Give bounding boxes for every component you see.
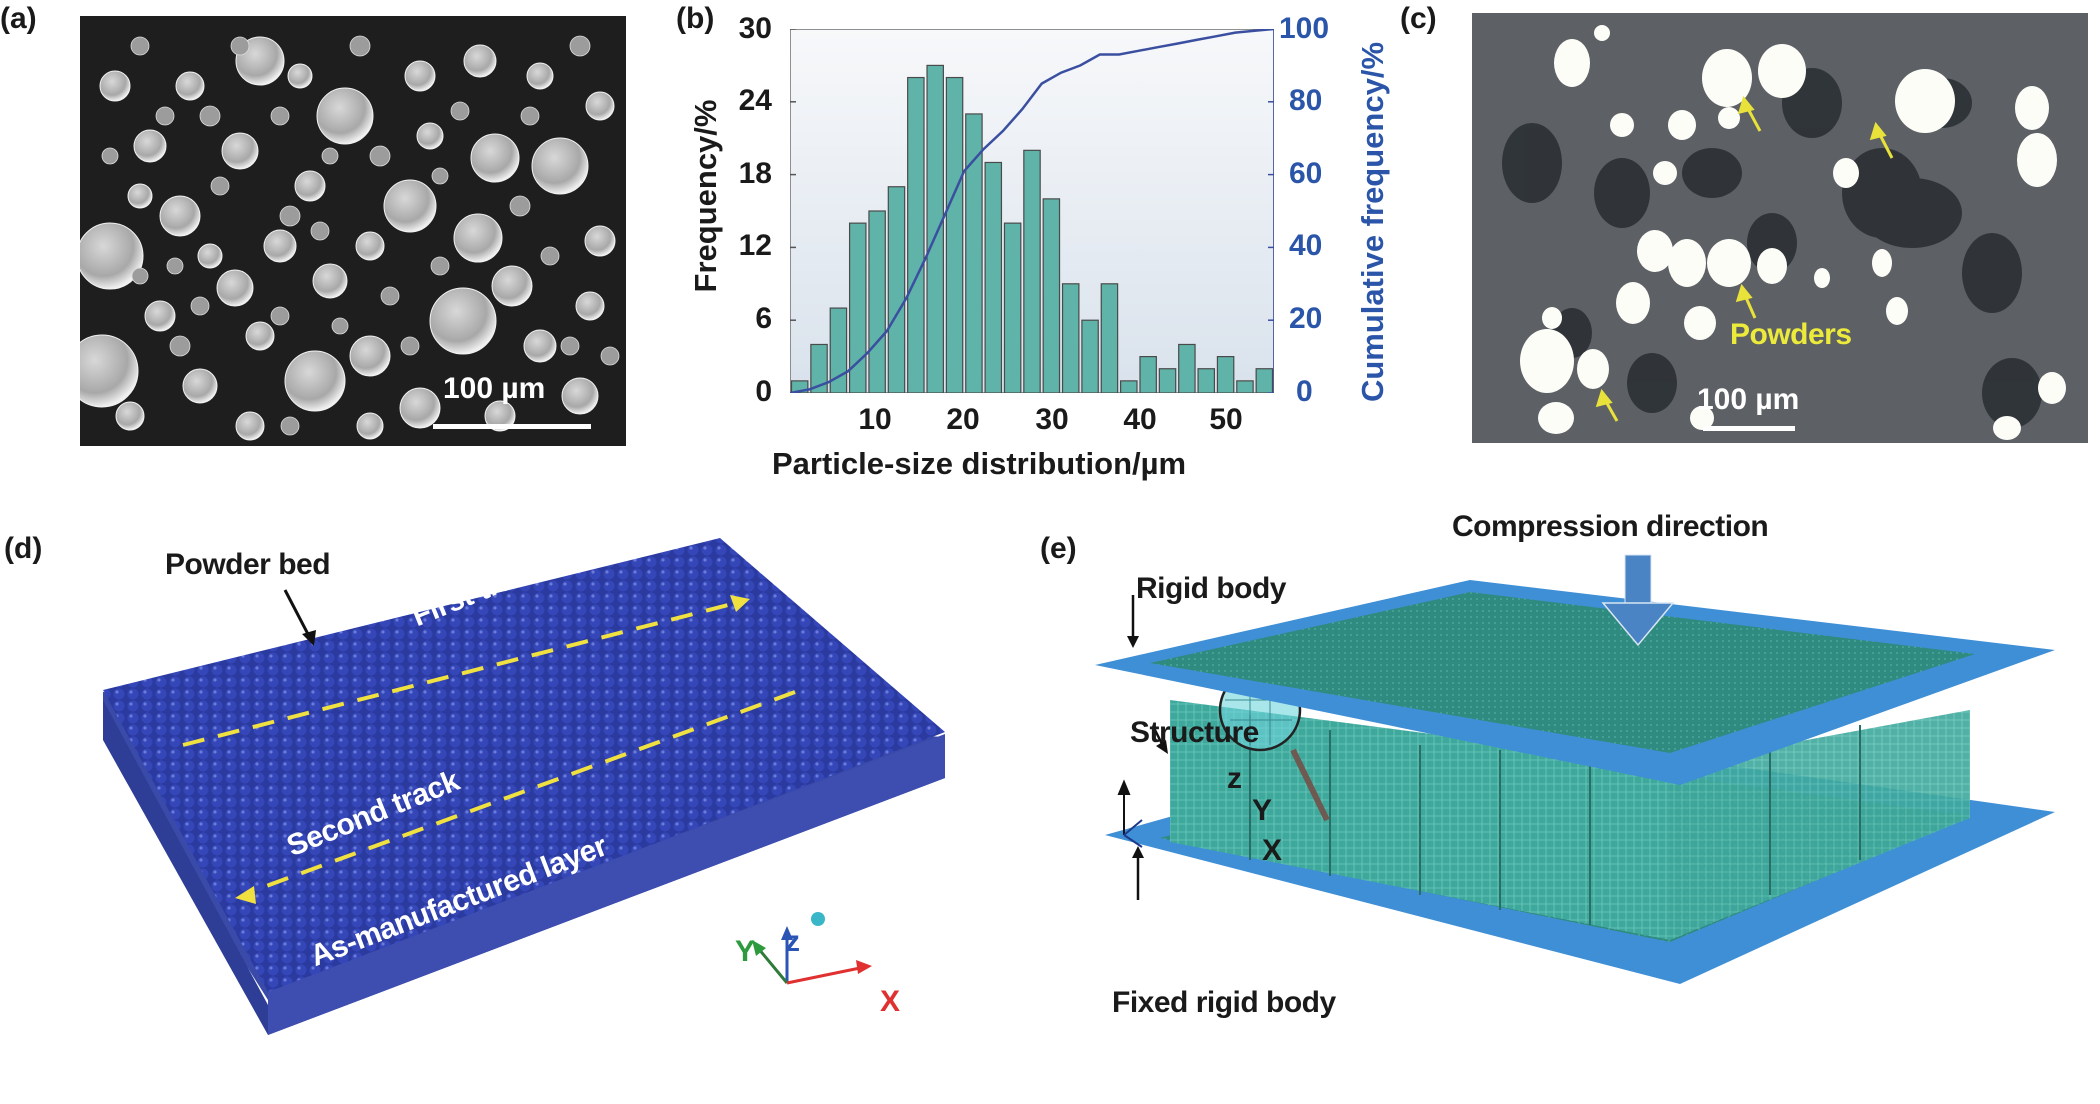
frequency-bar xyxy=(1178,343,1196,393)
axis-label-z-d: z xyxy=(785,925,800,958)
first-track-path xyxy=(182,600,741,747)
second-track-arrowhead xyxy=(235,886,256,904)
axis-label-x-d: X xyxy=(880,985,900,1018)
fixed-rigid-body-label: Fixed rigid body xyxy=(1112,986,1336,1019)
frequency-bar xyxy=(1197,368,1216,393)
frequency-bar xyxy=(1061,283,1080,393)
scale-bar-a xyxy=(433,424,591,429)
y-tick-18: 18 xyxy=(738,157,772,190)
y2-axis-title: Cumulative frequency/% xyxy=(1355,41,1390,403)
y2-tick-40: 40 xyxy=(1289,229,1323,262)
y-tick-24: 24 xyxy=(738,84,772,117)
scale-bar-label-c: 100 µm xyxy=(1697,383,1800,416)
frequency-bar xyxy=(887,186,906,393)
axis-triad-e xyxy=(1117,779,1143,848)
compression-model xyxy=(1095,554,2055,984)
optical-micrograph: Powders 100 µm xyxy=(1472,13,2088,443)
frequency-bar xyxy=(829,307,848,393)
powder-particles-graphic xyxy=(80,16,626,446)
panel-a-label: (a) xyxy=(0,2,37,35)
axis-label-y-d: Y xyxy=(735,935,755,968)
frequency-bar xyxy=(848,222,867,393)
frequency-bar xyxy=(1216,356,1235,393)
x-tick-40: 40 xyxy=(1123,403,1157,436)
frequency-bar xyxy=(790,380,809,393)
yellow-arrows xyxy=(1595,95,1894,422)
histogram-plot-area xyxy=(790,29,1274,393)
frequency-bar xyxy=(1255,368,1274,393)
y2-tick-60: 60 xyxy=(1289,157,1323,190)
frequency-bar xyxy=(1158,368,1177,393)
x-tick-10: 10 xyxy=(858,403,892,436)
y-tick-30: 30 xyxy=(738,12,772,45)
frequency-bar xyxy=(1081,319,1099,393)
frequency-bar xyxy=(1139,356,1157,393)
scale-bar-c xyxy=(1703,426,1795,431)
frequency-bar xyxy=(1236,380,1254,393)
x-tick-50: 50 xyxy=(1209,403,1243,436)
structure-label: Structure xyxy=(1130,716,1259,749)
frequency-bar xyxy=(907,76,925,393)
panel-b-label: (b) xyxy=(676,2,715,35)
powders-annotation: Powders xyxy=(1730,318,1852,351)
x-axis-title: Particle-size distribution/µm xyxy=(772,446,1187,481)
sem-micrograph: 100 µm xyxy=(80,16,626,446)
x-tick-20: 20 xyxy=(946,403,980,436)
panel-c-label: (c) xyxy=(1400,2,1437,35)
axis-triad-d xyxy=(752,912,872,985)
second-track-path xyxy=(249,690,796,894)
y-axis-title: Frequency/% xyxy=(688,99,723,293)
powder-bed-pointer xyxy=(283,589,312,639)
panel-d-label: (d) xyxy=(4,532,43,565)
y-tick-0: 0 xyxy=(755,375,772,408)
frequency-bar xyxy=(868,210,886,393)
x-tick-30: 30 xyxy=(1035,403,1069,436)
powders-micrograph-graphic xyxy=(1472,13,2088,443)
frequency-bar xyxy=(810,343,828,393)
rigid-body-label: Rigid body xyxy=(1136,572,1286,605)
powder-bed-model xyxy=(103,538,945,1035)
panel-e-label: (e) xyxy=(1040,532,1077,565)
frequency-bar xyxy=(984,161,1003,393)
frequency-bar xyxy=(1100,283,1119,393)
y2-tick-100: 100 xyxy=(1279,12,1330,45)
y2-tick-80: 80 xyxy=(1289,84,1323,117)
first-track-arrowhead xyxy=(730,595,750,612)
structure-pointer xyxy=(1151,725,1165,747)
powder-bed-label: Powder bed xyxy=(165,548,331,581)
y-tick-6: 6 xyxy=(755,302,772,335)
frequency-bar xyxy=(926,64,944,393)
frequency-bars xyxy=(790,29,1274,393)
cumulative-frequency-line xyxy=(790,29,1274,393)
frequency-bar xyxy=(965,113,983,393)
frequency-bar xyxy=(1023,149,1041,393)
compression-direction-label: Compression direction xyxy=(1452,510,1769,543)
axis-label-z-e: z xyxy=(1227,762,1242,795)
frequency-bar xyxy=(1042,198,1061,393)
y2-tick-0: 0 xyxy=(1296,375,1313,408)
scale-bar-label-a: 100 µm xyxy=(443,372,546,405)
y2-tick-20: 20 xyxy=(1289,302,1323,335)
axis-label-x-e: X xyxy=(1262,834,1282,867)
frequency-bar xyxy=(1120,380,1138,393)
y-tick-12: 12 xyxy=(738,229,772,262)
axis-label-y-e: Y xyxy=(1252,794,1272,827)
frequency-bar xyxy=(1003,222,1022,393)
frequency-bar xyxy=(945,76,964,393)
compression-arrow xyxy=(1601,554,1675,647)
